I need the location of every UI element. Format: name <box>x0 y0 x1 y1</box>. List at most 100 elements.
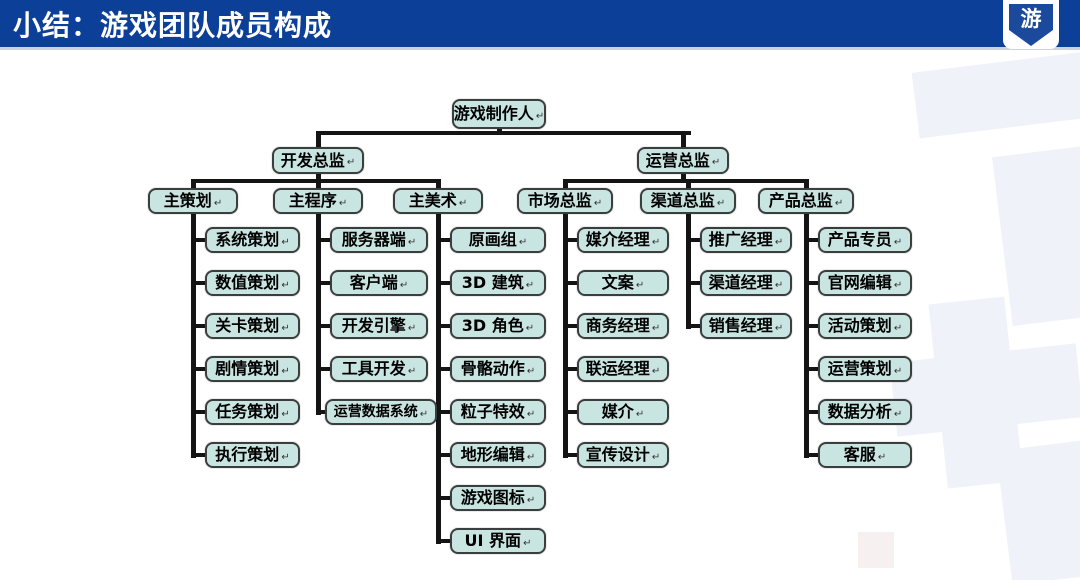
title-bar: 小结：游戏团队成员构成 <box>0 0 1080 47</box>
connector-line <box>563 179 568 190</box>
org-node-label: 数据分析 <box>827 402 892 421</box>
org-node-ui-interface: UI 界面↵ <box>450 528 546 554</box>
org-node-label: 地形编辑 <box>460 445 525 464</box>
return-mark: ↵ <box>281 322 290 334</box>
return-mark: ↵ <box>338 197 348 209</box>
org-node-label: 原画组 <box>468 230 517 249</box>
org-node-label: 执行策划 <box>215 445 280 464</box>
org-node-marketing-director: 市场总监↵ <box>517 188 613 214</box>
return-mark: ↵ <box>711 157 721 168</box>
connector-line <box>436 453 453 457</box>
logo-badge: 游 <box>1003 0 1059 49</box>
return-mark: ↵ <box>877 451 887 463</box>
return-mark: ↵ <box>651 322 661 334</box>
return-mark: ↵ <box>716 197 726 209</box>
org-node-label: 任务策划 <box>215 402 280 421</box>
return-mark: ↵ <box>893 365 903 377</box>
org-node-promo-design: 宣传设计↵ <box>577 442 669 468</box>
connector-line <box>563 281 580 285</box>
return-mark: ↵ <box>346 157 356 168</box>
connector-line <box>436 238 453 242</box>
org-node-story-design: 剧情策划↵ <box>205 356 300 382</box>
return-mark: ↵ <box>407 322 417 334</box>
org-node-event-planning: 活动策划↵ <box>818 313 912 339</box>
connector-line <box>686 281 703 285</box>
connector-line <box>191 179 196 190</box>
org-node-label: 产品专员 <box>827 230 892 249</box>
org-node-3d-building: 3D 建筑↵ <box>450 270 546 296</box>
org-node-concept-art: 原画组↵ <box>450 227 546 253</box>
org-node-copywriting: 文案↵ <box>577 270 669 296</box>
connector-line <box>316 133 321 149</box>
connector-line <box>686 238 703 242</box>
connector-line <box>316 174 321 183</box>
org-node-label: 运营总监 <box>645 150 710 170</box>
connector-line <box>316 131 691 135</box>
return-mark: ↵ <box>774 322 784 334</box>
return-mark: ↵ <box>526 494 536 506</box>
org-node-media-manager: 媒介经理↵ <box>577 227 669 253</box>
connector-line <box>804 367 821 371</box>
org-node-3d-character: 3D 角色↵ <box>450 313 546 339</box>
org-node-level-design: 关卡策划↵ <box>205 313 300 339</box>
org-node-label: 客户端 <box>349 273 398 292</box>
org-node-product-specialist: 产品专员↵ <box>818 227 912 253</box>
return-mark: ↵ <box>593 197 603 209</box>
org-node-system-design: 系统策划↵ <box>205 227 300 253</box>
org-node-product-director: 产品总监↵ <box>758 188 854 214</box>
connector-line <box>191 410 208 414</box>
connector-line <box>804 179 809 190</box>
return-mark: ↵ <box>526 365 536 377</box>
connector-line <box>436 410 453 414</box>
org-node-label: 产品总监 <box>768 191 833 210</box>
header-divider <box>0 47 1080 50</box>
connector-line <box>191 367 208 371</box>
org-node-label: 文案 <box>601 273 634 292</box>
connector-line <box>686 214 691 329</box>
org-node-website-editor: 官网编辑↵ <box>818 270 912 296</box>
page-title: 小结：游戏团队成员构成 <box>13 9 333 42</box>
connector-line <box>804 453 821 457</box>
connector-line <box>191 453 208 457</box>
org-node-label: 主程序 <box>288 191 337 210</box>
return-mark: ↵ <box>535 110 545 122</box>
org-node-label: 骨骼动作 <box>460 359 525 378</box>
org-node-ops-director: 运营总监↵ <box>637 147 729 174</box>
connector-line <box>316 367 333 371</box>
return-mark: ↵ <box>281 451 290 463</box>
connector-line <box>804 214 809 458</box>
org-node-channel-director: 渠道总监↵ <box>640 188 736 214</box>
connector-line <box>686 324 703 328</box>
return-mark: ↵ <box>523 537 532 549</box>
watermark <box>858 532 894 568</box>
org-node-particle-fx: 粒子特效↵ <box>450 399 546 425</box>
return-mark: ↵ <box>651 365 661 377</box>
connector-line <box>436 214 441 544</box>
org-node-label: 运营策划 <box>827 359 892 378</box>
connector-line <box>563 453 580 457</box>
return-mark: ↵ <box>893 322 903 334</box>
org-node-label: 媒介 <box>601 402 634 421</box>
return-mark: ↵ <box>419 408 429 420</box>
org-node-dev-director: 开发总监↵ <box>272 147 364 174</box>
connector-line <box>316 179 321 190</box>
org-node-label: UI 界面 <box>464 531 522 550</box>
org-node-lead-designer: 主策划↵ <box>148 188 238 214</box>
org-node-server-side: 服务器端↵ <box>330 227 428 253</box>
connector-line <box>563 410 580 414</box>
org-node-label: 3D 建筑 <box>461 273 524 292</box>
return-mark: ↵ <box>834 197 844 209</box>
connector-line <box>316 238 333 242</box>
return-mark: ↵ <box>635 408 645 420</box>
connector-line <box>316 214 321 415</box>
org-node-label: 3D 角色 <box>461 316 524 335</box>
org-node-game-producer: 游戏制作人↵ <box>452 99 546 129</box>
org-node-quest-design: 任务策划↵ <box>205 399 300 425</box>
org-node-label: 推广经理 <box>708 230 773 249</box>
connector-line <box>804 238 821 242</box>
org-node-label: 渠道总监 <box>650 191 715 210</box>
org-node-label: 粒子特效 <box>460 402 525 421</box>
connector-line <box>436 281 453 285</box>
org-node-label: 数值策划 <box>215 273 280 292</box>
